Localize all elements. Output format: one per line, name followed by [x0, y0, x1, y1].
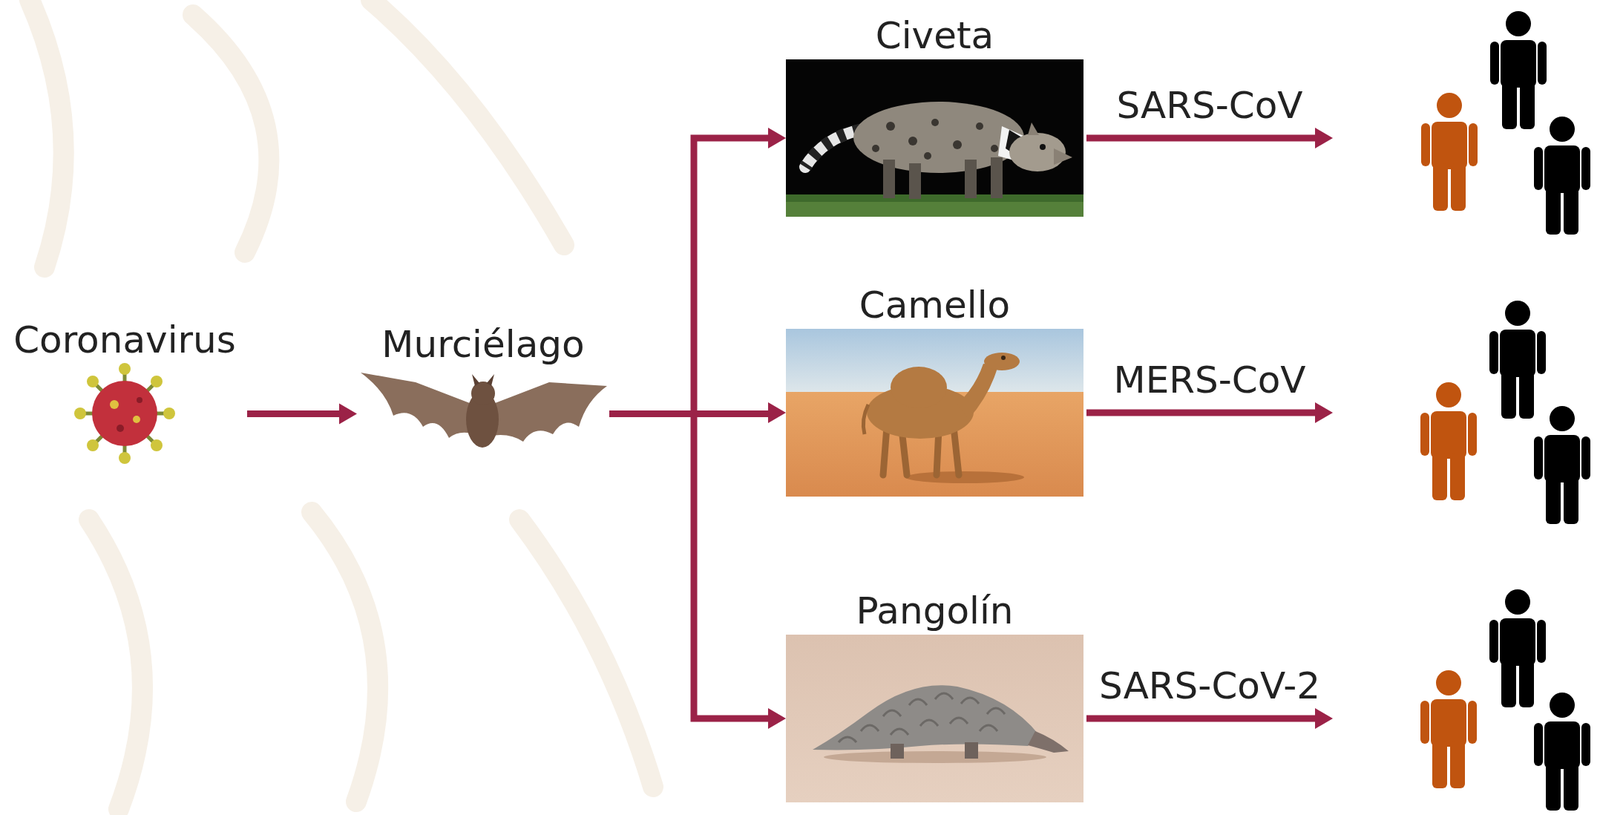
- spread-arrow: [609, 414, 786, 730]
- picture-frame: [785, 634, 1084, 803]
- picture-frame: [785, 328, 1084, 497]
- virus-node: Coronavirus: [2, 317, 248, 464]
- picture-frame: [356, 368, 610, 460]
- animal-card: Civeta: [785, 13, 1084, 217]
- bat-node: Murciélago: [356, 322, 610, 460]
- spread-arrow: [609, 127, 786, 415]
- virus-name: SARS-CoV: [1083, 83, 1336, 128]
- node-title: Pangolín: [785, 588, 1084, 635]
- node-title: Civeta: [785, 13, 1084, 60]
- camel-photo: [785, 328, 1084, 497]
- civet-photo: [785, 59, 1084, 217]
- virus-name: SARS-CoV-2: [1083, 663, 1336, 708]
- transmission-arrow: [1086, 127, 1333, 729]
- node-title: Murciélago: [356, 322, 610, 369]
- bat-picture: [360, 372, 608, 448]
- virus-icon: [74, 362, 176, 464]
- picture-frame: [2, 363, 248, 464]
- node-title: Coronavirus: [2, 317, 248, 364]
- node-title: Camello: [785, 282, 1084, 329]
- animal-card: Camello: [785, 282, 1084, 497]
- spread-arrow: [247, 403, 357, 425]
- virus-name: MERS-CoV: [1083, 357, 1336, 403]
- pangolin-photo: [785, 634, 1084, 803]
- picture-frame: [785, 59, 1084, 217]
- animal-card: Pangolín: [785, 588, 1084, 803]
- watermark: [29, 0, 654, 809]
- people-icons: [1420, 11, 1591, 811]
